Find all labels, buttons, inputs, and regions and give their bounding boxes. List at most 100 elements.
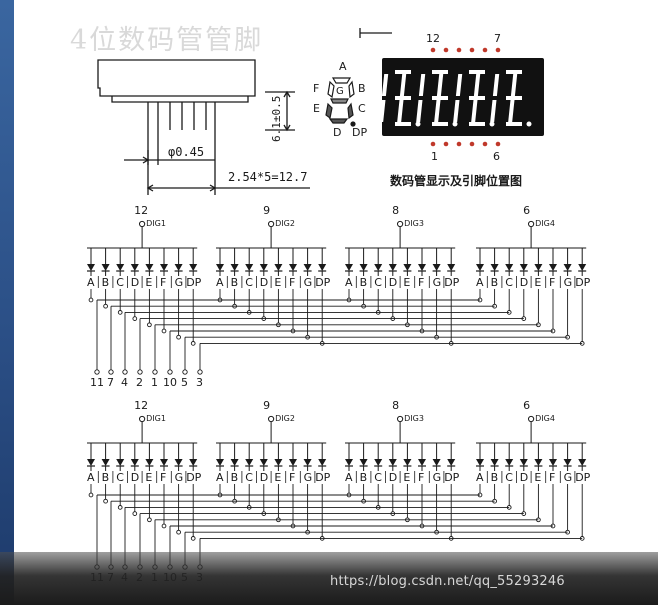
digit-pin-number: 6 [523,399,530,412]
segment-label: F [289,471,295,484]
segment-label: E [145,471,152,484]
display-segment [453,100,460,122]
segment-label: E [274,471,281,484]
diode-symbol [345,264,353,271]
diode-symbol [245,459,254,466]
segment-label: B [231,471,239,484]
display-digit-2 [416,70,458,127]
segment-label: B [231,276,239,289]
display-segment [469,96,485,100]
segment-label: DP [575,471,590,484]
diode-symbol [174,459,183,466]
common-terminal [139,220,146,228]
diode-symbol [359,459,368,466]
segment-label: B [360,471,368,484]
display-segment [434,100,441,122]
segment-label-e: E [313,102,320,115]
segment-label: G [433,471,442,484]
diode-symbol [303,459,312,466]
junction [132,316,138,321]
digit-pin-number: 9 [263,204,270,217]
segment-label: B [491,276,499,289]
display-bottom-pin-dot [469,141,475,147]
diode-symbol [145,264,154,271]
diode-symbol [303,264,312,271]
segment-pin-terminal [167,369,173,375]
display-segment [418,74,426,96]
segment-pin-terminal [108,369,114,375]
common-terminal [397,220,404,228]
diode-symbol [476,459,484,466]
segment-label-a: A [339,60,347,73]
display-top-pin-dot [456,47,462,53]
segment-label: F [289,276,295,289]
display-segment [510,74,518,96]
segment-label: B [102,471,110,484]
diode-symbol [289,264,297,271]
bottom-pin-number: 3 [196,376,203,389]
diode-symbol [505,264,514,271]
common-terminal [528,415,535,423]
segment-label-d: D [333,126,341,139]
display-segment [399,74,407,96]
digit-name-label: DIG2 [275,414,295,423]
diode-symbol [359,264,368,271]
segment-label: F [160,471,166,484]
left-window-edge [0,0,14,605]
diode-symbol [534,264,543,271]
segment-label: D [260,276,268,289]
diode-symbol [388,264,397,271]
segment-label: D [389,471,397,484]
segment-label: D [520,471,528,484]
common-terminal [268,415,275,423]
segment-label: D [389,276,397,289]
display-segment [506,122,522,126]
segment-label: C [505,471,513,484]
diode-symbol [160,264,168,271]
diode-symbol [403,459,412,466]
junction [176,529,181,535]
display-segment [506,96,522,100]
display-segment [381,74,389,96]
segment-label: A [476,276,484,289]
display-bottom-pin-dot [495,141,501,147]
segment-label: E [534,276,541,289]
segment-label: A [476,471,484,484]
display-dp-dot [452,121,458,127]
diode-symbol [432,459,441,466]
junction [132,511,138,516]
diode-symbol [318,264,327,271]
junction [161,328,167,334]
diode-symbol [519,264,528,271]
display-segment [432,122,448,126]
bottom-pin-number: 4 [121,376,128,389]
display-segment [395,70,411,74]
segment-label: A [87,276,95,289]
display-segment [432,96,448,100]
display-digit-1 [379,70,421,127]
segment-label: G [304,471,313,484]
watermark-text: https://blog.csdn.net/qq_55293246 [330,574,565,589]
diode-symbol [549,264,557,271]
display-segment [395,122,411,126]
bottom-pin-number: 10 [163,376,177,389]
package-side-view [97,28,392,195]
digit-pin-number: 6 [523,204,530,217]
display-bottom-pin-left: 1 [431,150,438,163]
digit-pin-number: 12 [134,399,148,412]
display-segment [455,74,463,96]
digit-pin-number: 9 [263,399,270,412]
display-digit-3 [453,70,495,127]
diode-symbol [534,459,543,466]
display-bottom-pin-dot [443,141,449,147]
diode-symbol [578,459,587,466]
display-pin-dots [430,47,501,147]
segment-label: G [433,276,442,289]
segment-label: DP [186,276,201,289]
segment-label: E [403,276,410,289]
